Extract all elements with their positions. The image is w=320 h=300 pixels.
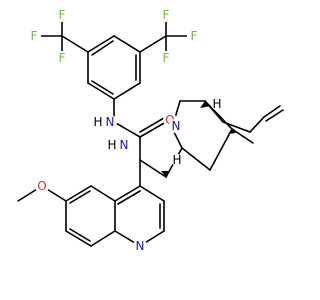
bond [113, 121, 141, 138]
atom-label-h: H [212, 97, 221, 111]
molecule-structure: F F F F F F H N [17, 8, 284, 253]
atom-label-f: F [59, 51, 66, 65]
bond [139, 35, 167, 53]
f-atom: F [55, 8, 69, 22]
bond [90, 185, 116, 202]
bond [91, 80, 114, 95]
bond [65, 185, 92, 202]
bond [265, 109, 284, 122]
bond [114, 185, 141, 202]
bond [65, 230, 92, 247]
atom-label-f: F [31, 29, 38, 43]
h-atom: H [171, 153, 183, 167]
bond [139, 117, 165, 133]
bond [139, 185, 165, 202]
atom-label-f: F [163, 51, 170, 65]
bond [117, 190, 141, 205]
bond [231, 128, 254, 144]
bond [263, 105, 281, 118]
atom-label-layer: F F F F F F H N [27, 8, 223, 253]
bond [181, 147, 211, 171]
f-atom: F [159, 51, 173, 65]
bond [249, 116, 265, 133]
bond [69, 228, 91, 242]
bond [61, 35, 89, 53]
h-atom: H [211, 97, 223, 111]
f-atom: F [159, 8, 173, 22]
atom-label-n: N [120, 138, 129, 152]
atom-label-h: H [172, 153, 181, 167]
bond [209, 128, 233, 171]
nh-group: H N [90, 114, 117, 130]
bond-layer [17, 17, 284, 247]
bond [90, 230, 116, 247]
bond [113, 82, 141, 100]
bond [222, 121, 251, 133]
o-atom: O [35, 179, 49, 193]
bond [139, 159, 167, 178]
f-atom: F [27, 29, 41, 43]
bond [69, 190, 91, 204]
atom-label-n: N [172, 119, 181, 133]
stereo-wedge [161, 171, 170, 177]
bond [87, 82, 115, 100]
f-atom: F [187, 29, 201, 43]
n-atom: N [169, 119, 183, 133]
f-atom: F [55, 51, 69, 65]
bond [87, 35, 115, 53]
atom-label-n: N [136, 239, 145, 253]
atom-label-f: F [191, 29, 198, 43]
atom-label-f: F [59, 8, 66, 22]
nh-group: H N [104, 137, 131, 153]
stereo-wedge [200, 101, 211, 108]
bond [139, 121, 167, 138]
atom-label-o: O [165, 113, 174, 127]
atom-label-o: O [37, 179, 46, 193]
bond [113, 35, 141, 53]
stereo-wedge [228, 129, 236, 134]
atom-label-h: H [93, 115, 102, 129]
atom-label-n: N [106, 115, 115, 129]
bond [91, 40, 114, 56]
atom-label-f: F [163, 8, 170, 22]
stereo-bonds [161, 101, 236, 177]
n-atom: N [133, 239, 147, 253]
atom-label-h: H [107, 138, 116, 152]
